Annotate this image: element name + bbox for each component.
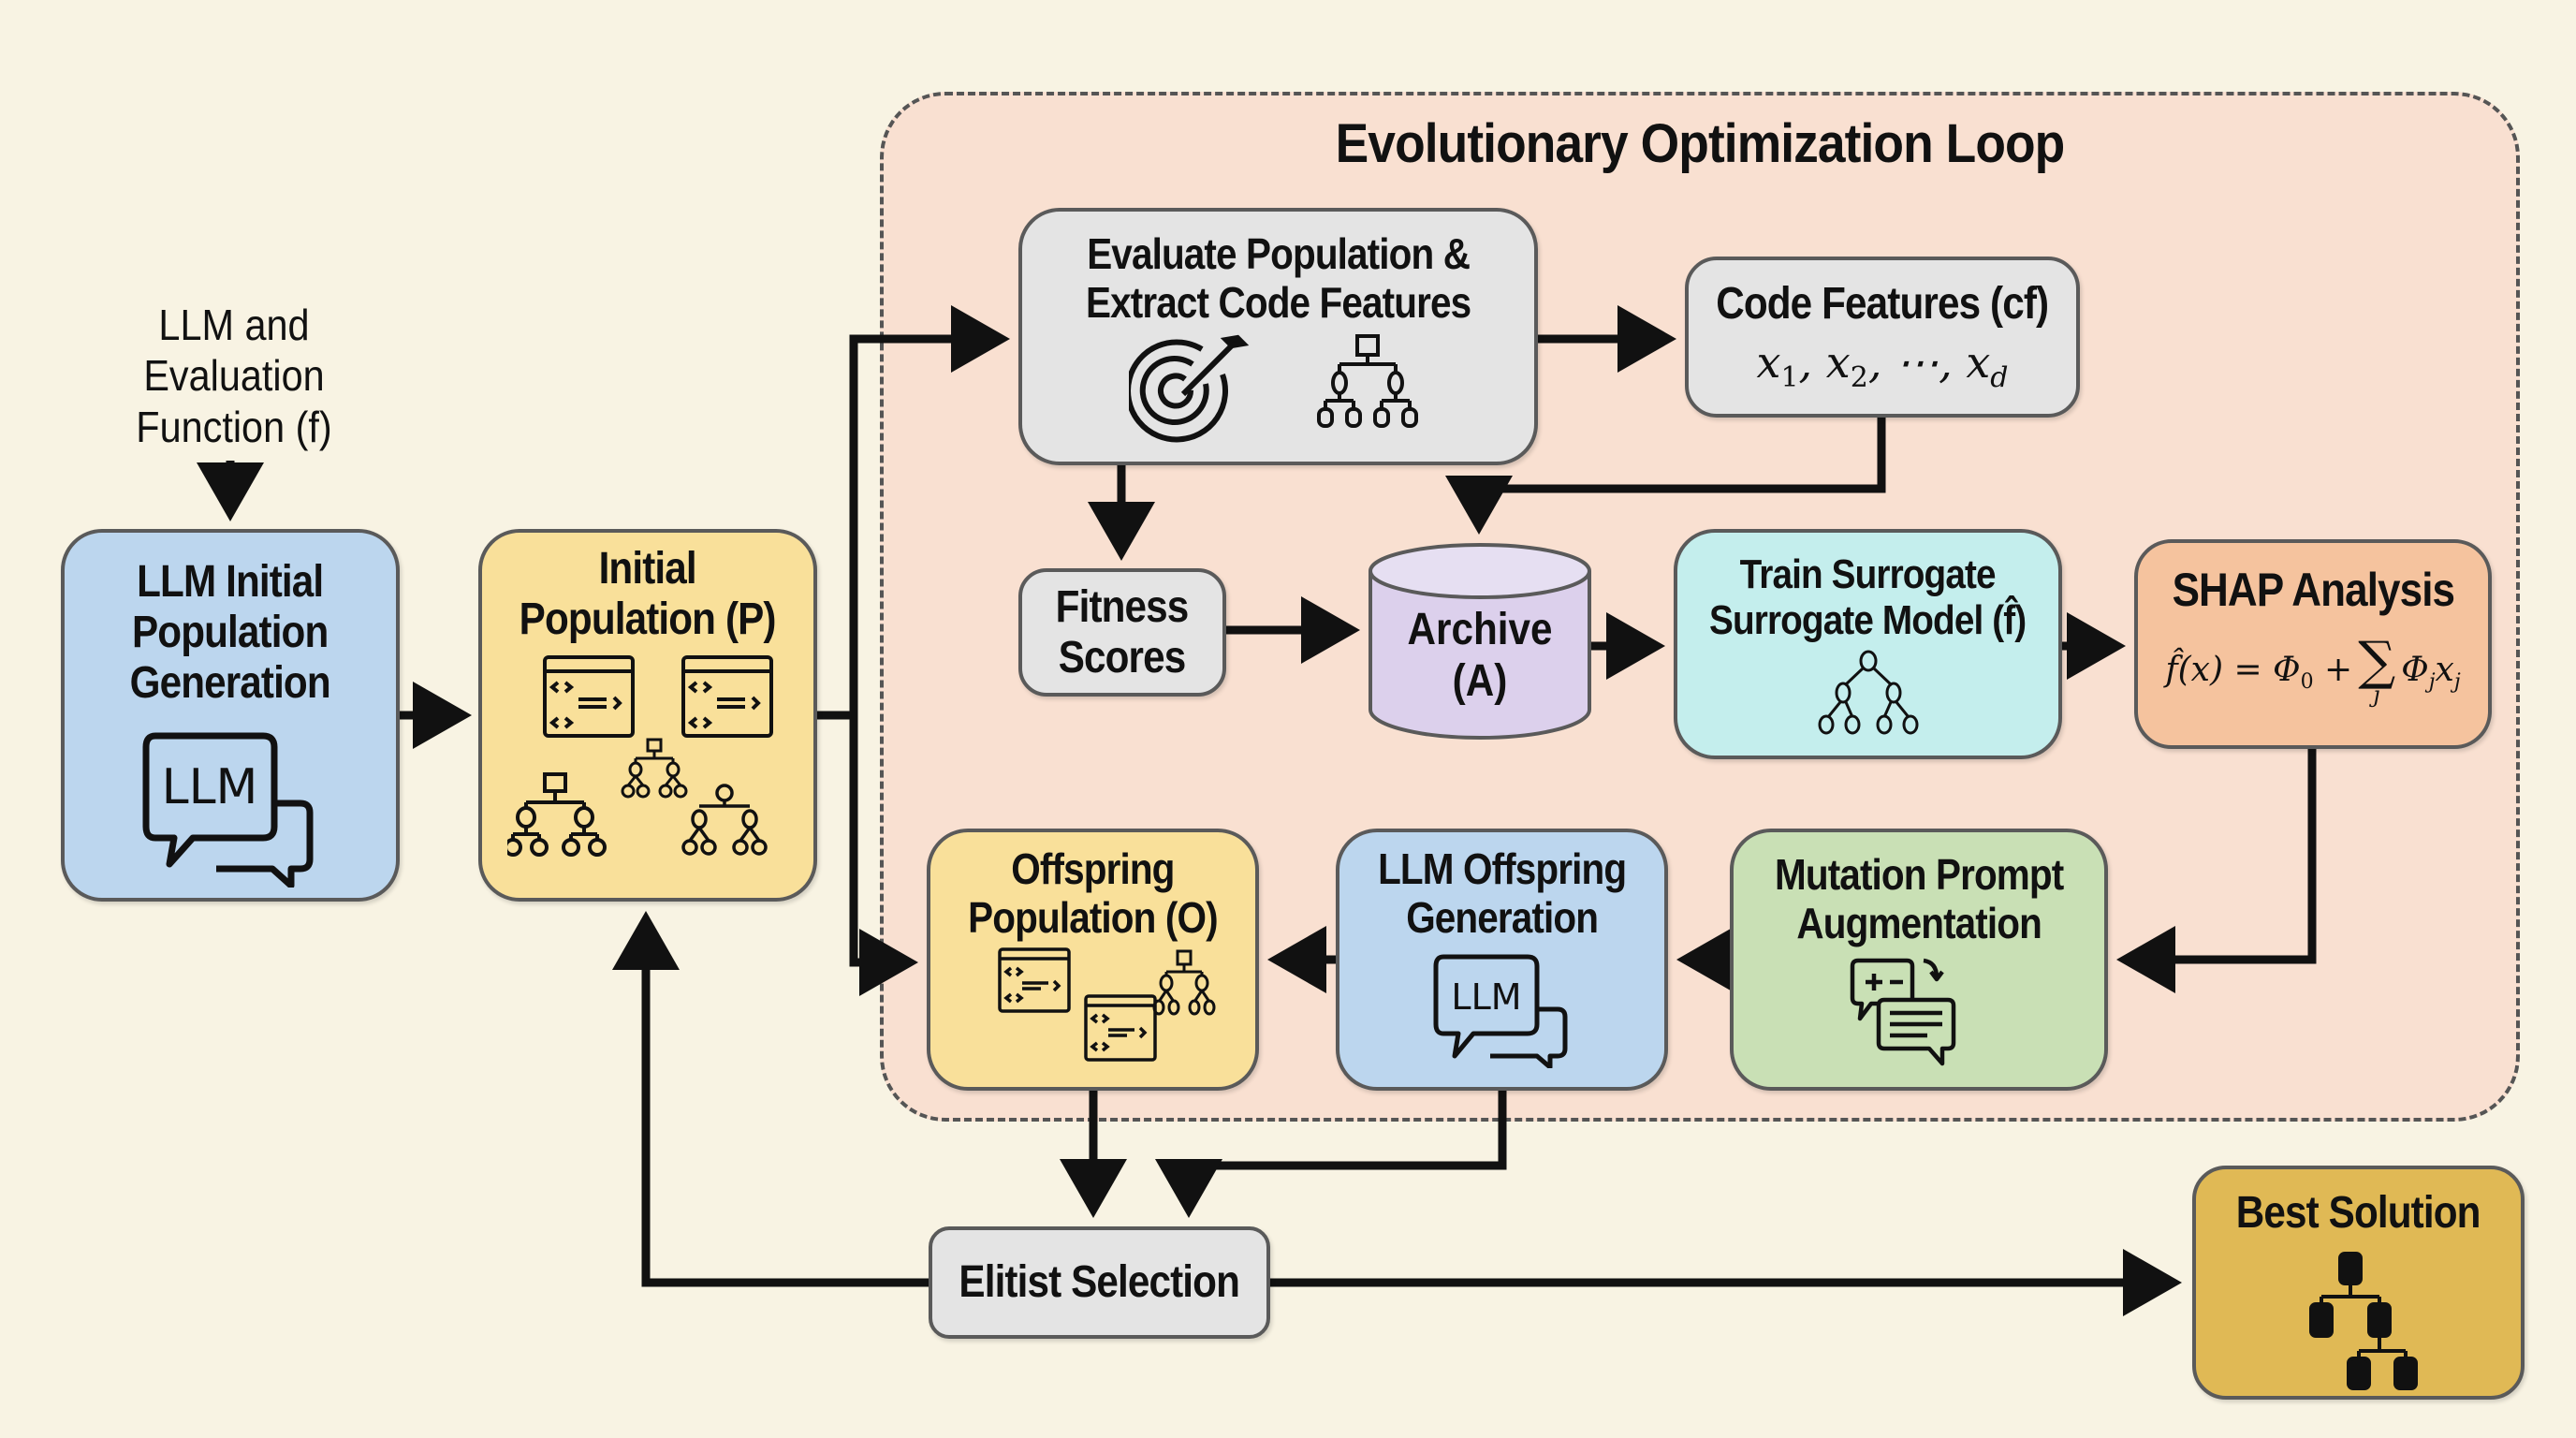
input-label-line: Evaluation bbox=[143, 351, 325, 401]
code-features-formula: x1, x2, ⋯, xd bbox=[1756, 336, 2009, 394]
node-label: Train Surrogate bbox=[1740, 551, 1997, 597]
node-label: Generation bbox=[129, 657, 331, 708]
code-features-node[interactable]: Code Features (cf) x1, x2, ⋯, xd bbox=[1685, 257, 2080, 418]
tree-icon bbox=[1152, 949, 1215, 1016]
fitness-scores-node[interactable]: Fitness Scores bbox=[1018, 568, 1226, 697]
node-label: Best Solution bbox=[2236, 1188, 2481, 1238]
svg-text:LLM: LLM bbox=[1451, 976, 1521, 1018]
train-surrogate-node[interactable]: Train Surrogate Surrogate Model (f̂) bbox=[1674, 529, 2062, 759]
llm-initial-generation-node[interactable]: LLM Initial Population Generation LLM bbox=[61, 529, 400, 902]
node-label: Population (O) bbox=[968, 892, 1218, 942]
edge-initial-pop-to-offspring bbox=[849, 715, 918, 996]
node-label: Offspring bbox=[1011, 844, 1175, 893]
edge-llm-offspring-to-elitist bbox=[1155, 1091, 1507, 1218]
hierarchy-icon bbox=[2308, 1251, 2418, 1390]
best-solution-node[interactable]: Best Solution bbox=[2192, 1166, 2525, 1400]
node-label: Scores bbox=[1059, 632, 1186, 682]
node-label: Surrogate Model (f̂) bbox=[1709, 597, 2027, 644]
input-label: LLM and Evaluation Function (f) bbox=[82, 300, 386, 452]
tree-icon bbox=[1316, 334, 1418, 429]
node-label: LLM Initial bbox=[137, 557, 324, 607]
edge-initial-pop-to-evaluate bbox=[817, 305, 1010, 720]
llm-chat-icon: LLM bbox=[142, 732, 314, 888]
code-window-icon bbox=[681, 654, 773, 738]
node-label: Initial bbox=[598, 544, 697, 594]
edge-shap-to-mutation bbox=[2116, 749, 2317, 993]
code-window-icon bbox=[543, 654, 635, 738]
archive-label: Archive (A) bbox=[1381, 604, 1580, 707]
node-label: SHAP Analysis bbox=[2172, 564, 2454, 616]
loop-title: Evolutionary Optimization Loop bbox=[1335, 113, 2066, 174]
code-window-icon bbox=[997, 947, 1071, 1013]
llm-chat-icon: LLM bbox=[1433, 954, 1567, 1069]
node-label: (A) bbox=[1452, 656, 1508, 707]
code-window-icon bbox=[1083, 994, 1157, 1062]
prompt-edit-chat-icon bbox=[1850, 958, 1956, 1066]
llm-offspring-generation-node[interactable]: LLM Offspring Generation LLM bbox=[1336, 829, 1668, 1091]
target-icon bbox=[1128, 334, 1249, 443]
code-population-icons bbox=[997, 947, 1215, 1062]
input-label-line: LLM and bbox=[158, 301, 310, 349]
node-label: Elitist Selection bbox=[959, 1257, 1240, 1308]
node-label: LLM Offspring bbox=[1377, 844, 1627, 893]
tree-icon bbox=[621, 738, 688, 798]
mutation-prompt-node[interactable]: Mutation Prompt Augmentation bbox=[1730, 829, 2108, 1091]
edge-elitist-to-initial-pop bbox=[612, 911, 929, 1287]
node-label: Fitness bbox=[1056, 581, 1190, 632]
node-label: Mutation Prompt bbox=[1774, 850, 2064, 899]
edge-code-features-to-archive bbox=[1445, 418, 1886, 535]
evaluate-population-node[interactable]: Evaluate Population & Extract Code Featu… bbox=[1018, 208, 1538, 465]
node-label: Augmentation bbox=[1796, 898, 2042, 947]
node-label: Population (P) bbox=[520, 594, 777, 644]
database-icon bbox=[1368, 543, 1591, 599]
binary-tree-icon bbox=[1818, 650, 1918, 735]
node-label: Archive bbox=[1407, 605, 1553, 654]
initial-population-node[interactable]: Initial Population (P) bbox=[478, 529, 817, 902]
tree-icon bbox=[507, 771, 607, 857]
input-label-line: Function (f) bbox=[136, 402, 332, 451]
elitist-selection-node[interactable]: Elitist Selection bbox=[929, 1226, 1270, 1339]
archive-node[interactable] bbox=[1367, 541, 1593, 743]
shap-analysis-node[interactable]: SHAP Analysis f̂(x) = Φ0 + ∑j Φjxj bbox=[2134, 539, 2492, 749]
node-label: Generation bbox=[1406, 892, 1599, 942]
shap-formula: f̂(x) = Φ0 + ∑j Φjxj bbox=[2165, 631, 2461, 709]
offspring-population-node[interactable]: Offspring Population (O) bbox=[927, 829, 1259, 1091]
tree-icon bbox=[681, 783, 768, 856]
svg-text:LLM: LLM bbox=[162, 759, 258, 815]
node-label: Extract Code Features bbox=[1085, 277, 1471, 327]
code-population-icons bbox=[507, 654, 773, 857]
node-label: Evaluate Population & bbox=[1087, 229, 1471, 278]
node-label: Population bbox=[132, 607, 329, 657]
node-label: Code Features (cf) bbox=[1716, 279, 2050, 329]
